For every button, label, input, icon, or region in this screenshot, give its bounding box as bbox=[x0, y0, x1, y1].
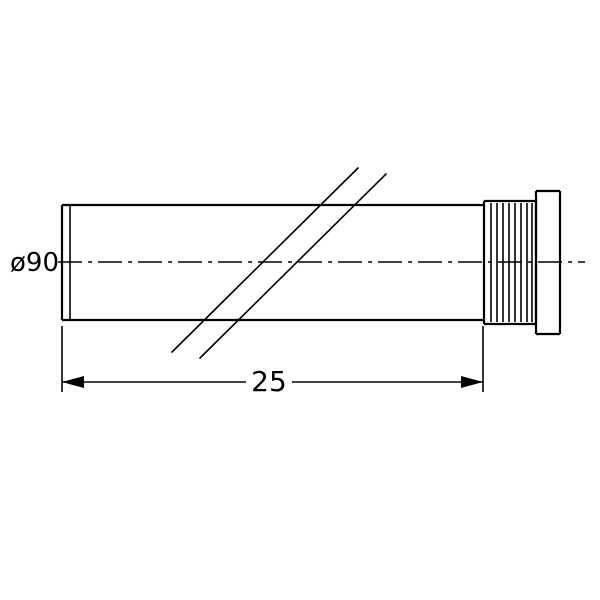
length-label: 25 bbox=[251, 365, 287, 398]
break-lines bbox=[171, 167, 387, 359]
socket-ribs bbox=[482, 199, 538, 326]
socket-flange bbox=[534, 189, 562, 336]
dimension-text-mask bbox=[246, 364, 292, 396]
diameter-label-group: ø90 bbox=[10, 248, 59, 278]
dimension-line-group: 25 bbox=[62, 364, 483, 398]
dimension-extension-lines bbox=[61, 326, 484, 392]
pipe-body-outline bbox=[60, 203, 483, 322]
break-line-2 bbox=[199, 173, 387, 359]
dimension-arrow-right bbox=[461, 376, 483, 388]
dimension-arrow-left bbox=[62, 376, 84, 388]
break-line-1 bbox=[171, 167, 359, 353]
diameter-label: ø90 bbox=[10, 248, 59, 278]
